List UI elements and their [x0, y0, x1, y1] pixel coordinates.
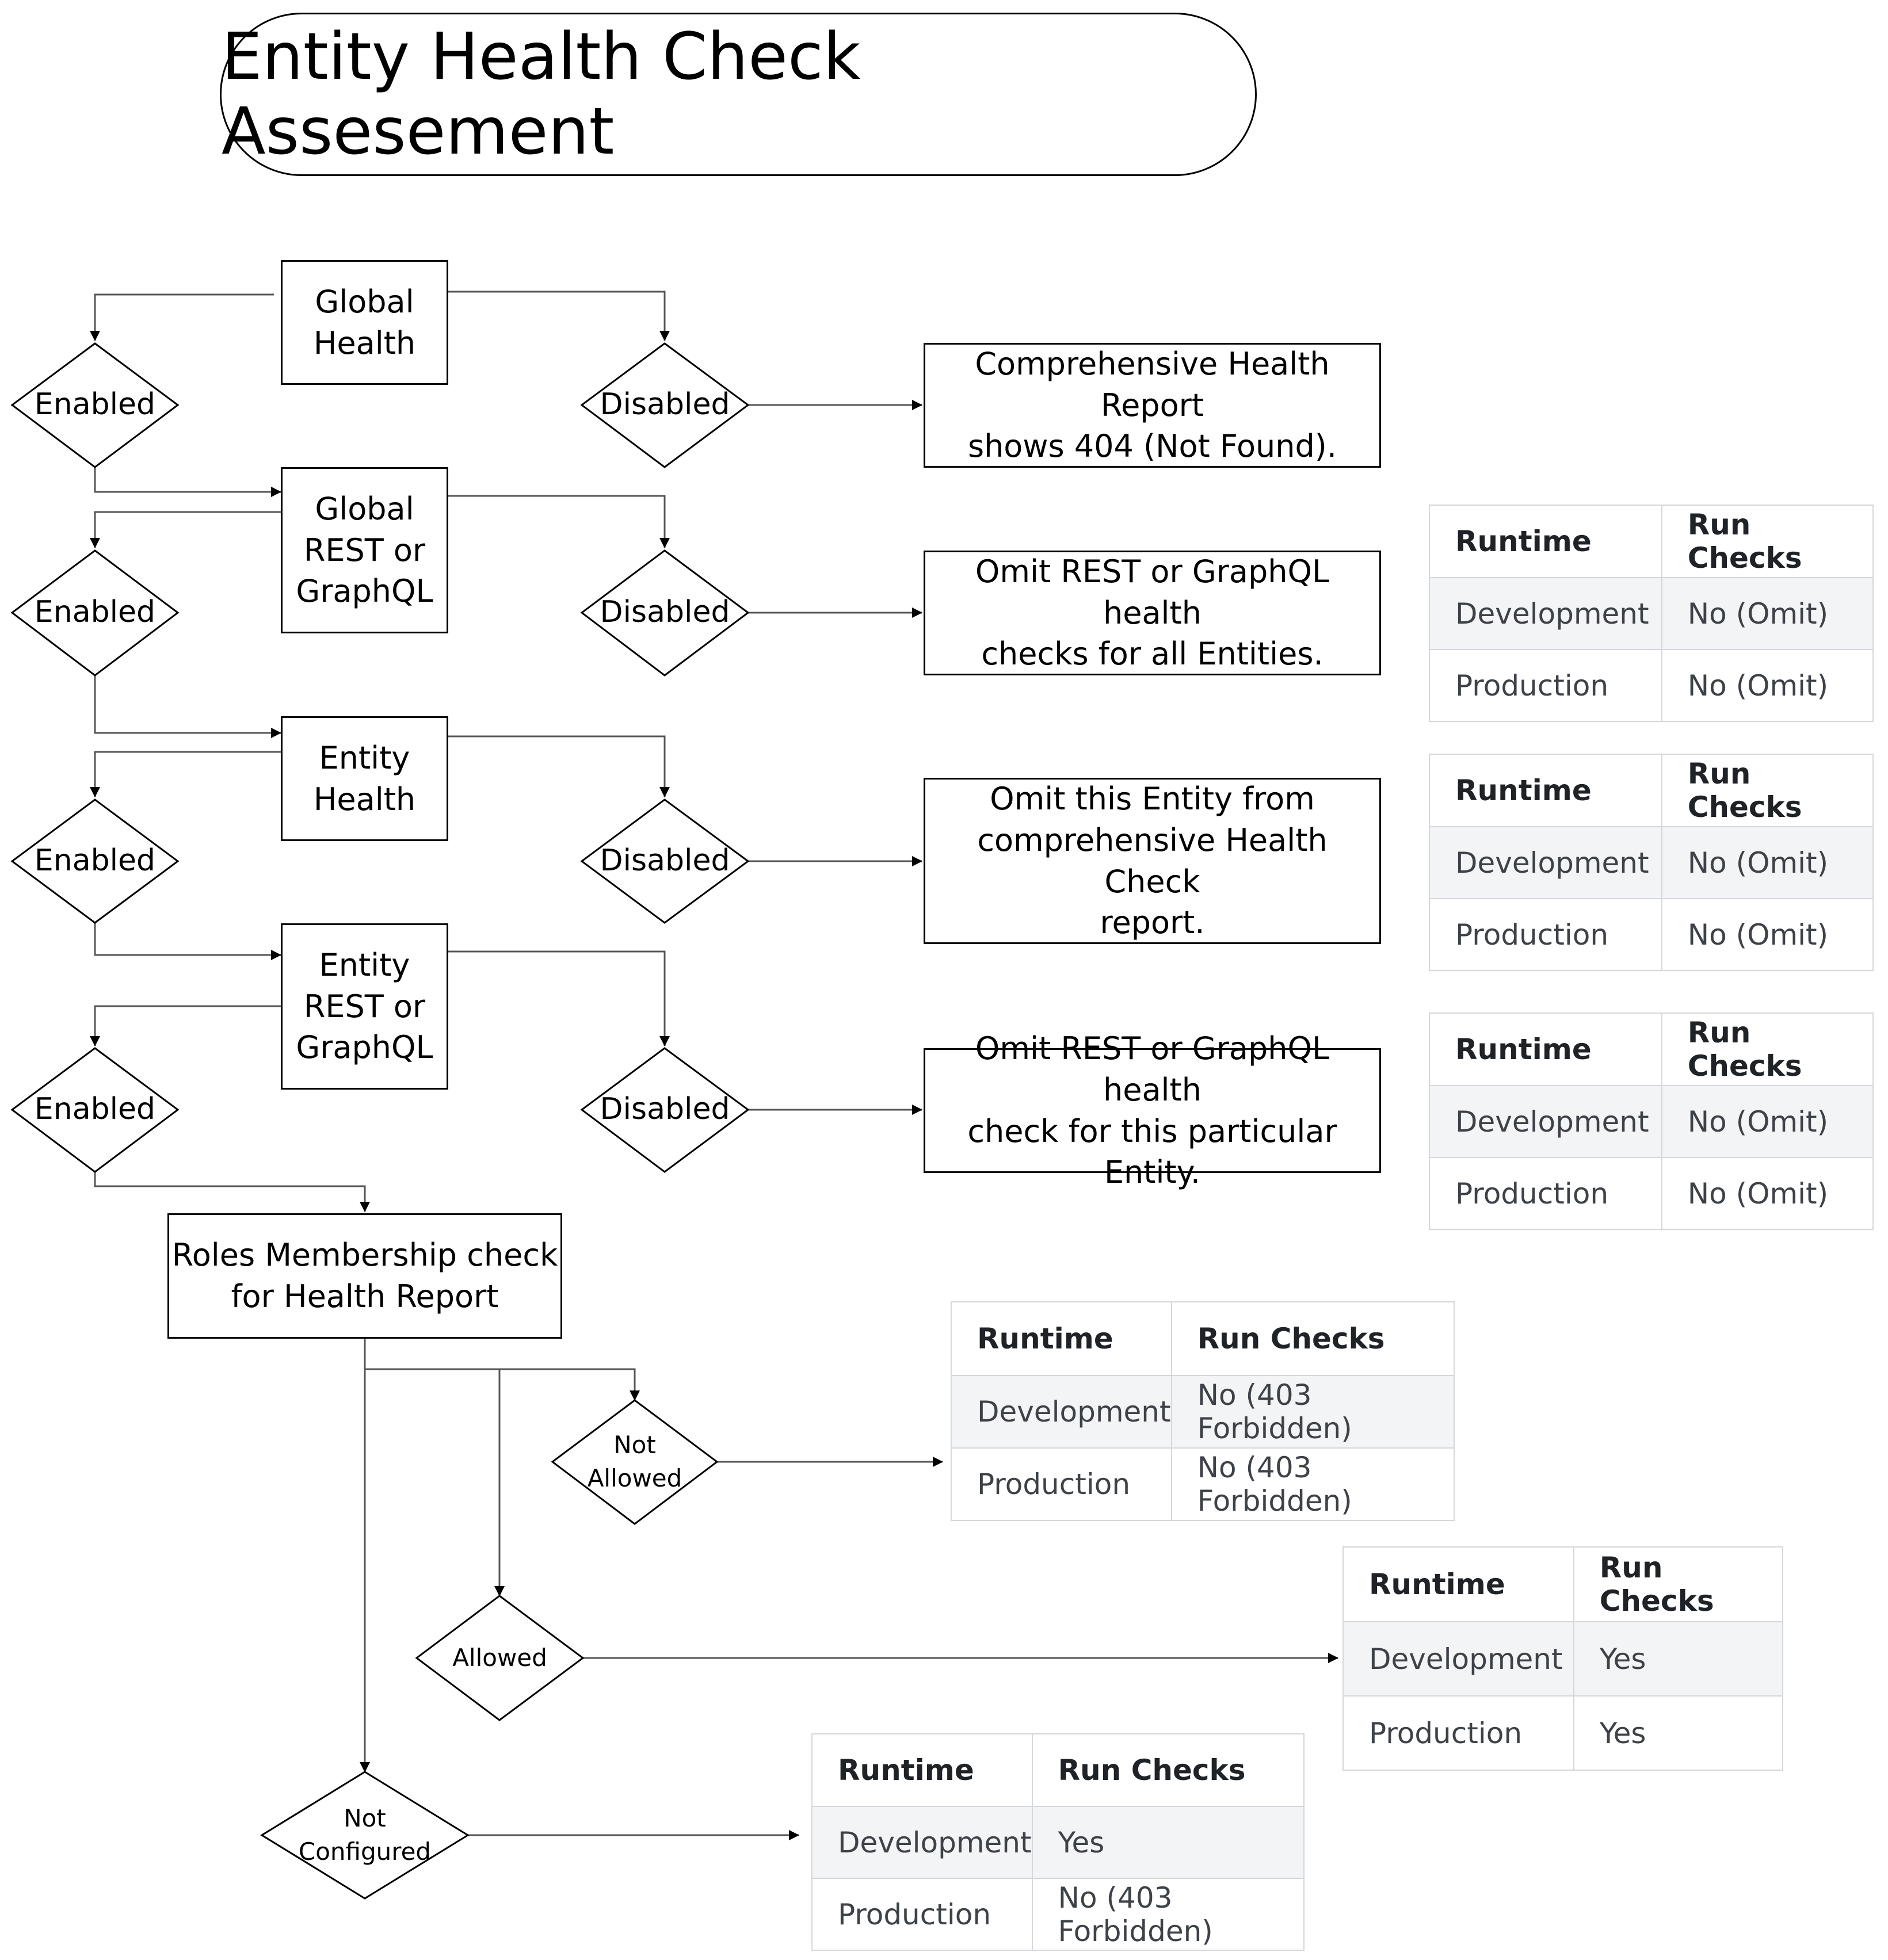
decision-enabled-4: [10, 1047, 180, 1173]
column-header-run-checks: Run Checks: [1170, 1301, 1455, 1376]
column-header-runtime: Runtime: [951, 1301, 1172, 1376]
diagram-title: Entity Health Check Assesement: [220, 13, 1257, 176]
cell-run-checks: No (Omit): [1661, 898, 1874, 971]
cell-run-checks: No (Omit): [1661, 1157, 1874, 1230]
connector-global-health-to-enabled: [90, 293, 274, 341]
decision-label-enabled: Enabled: [34, 387, 156, 422]
cell-run-checks: No (Omit): [1661, 649, 1874, 722]
row-label-development: Development: [1429, 577, 1662, 650]
decision-label-disabled: Disabled: [600, 1092, 730, 1127]
outcome-global-health-disabled: Comprehensive Health Report shows 404 (N…: [924, 343, 1381, 468]
decision-not-configured: [260, 1771, 470, 1900]
row-label-production: Production: [1429, 1157, 1662, 1230]
cell-run-checks: No (Omit): [1661, 826, 1874, 899]
row-label-development: Development: [1429, 826, 1662, 899]
outcome-global-rest-disabled: Omit REST or GraphQL health checks for a…: [924, 551, 1381, 675]
node-entity-health: Entity Health: [281, 716, 448, 841]
decision-label-disabled: Disabled: [600, 595, 730, 630]
row-label-production: Production: [1429, 898, 1662, 971]
connector-entity-health-to-disabled: [448, 735, 670, 797]
column-header-run-checks: Run Checks: [1031, 1733, 1305, 1807]
decision-label-enabled: Enabled: [34, 595, 156, 630]
row-label-development: Development: [811, 1806, 1033, 1879]
column-header-runtime: Runtime: [1342, 1546, 1574, 1622]
decision-label-not-configured: Not Configured: [298, 1804, 432, 1866]
column-header-runtime: Runtime: [811, 1733, 1033, 1807]
decision-label-allowed: Allowed: [452, 1644, 547, 1672]
connector-entity-rest-to-disabled: [448, 950, 670, 1046]
decision-enabled-3: [10, 798, 180, 924]
node-global-rest-graphql: Global REST or GraphQL: [281, 467, 448, 633]
row-label-production: Production: [811, 1878, 1033, 1951]
column-header-run-checks: Run Checks: [1661, 1013, 1874, 1086]
column-header-run-checks: Run Checks: [1661, 754, 1874, 827]
row-label-development: Development: [1429, 1085, 1662, 1158]
decision-not-allowed: [551, 1399, 719, 1525]
row-label-production: Production: [1429, 649, 1662, 722]
connector-global-health-to-disabled: [448, 291, 670, 341]
decision-label-enabled: Enabled: [34, 843, 156, 878]
decision-label-disabled: Disabled: [600, 387, 730, 422]
cell-run-checks: No (Omit): [1661, 577, 1874, 650]
connector-global-rest-to-enabled: [90, 511, 281, 548]
connector-enabled-3-to-entity-rest: [94, 923, 281, 960]
connector-enabled-4-to-roles: [94, 1172, 370, 1212]
node-global-health: Global Health: [281, 260, 448, 385]
row-label-production: Production: [951, 1447, 1172, 1521]
connector-enabled-1-to-global-rest: [94, 467, 281, 497]
cell-run-checks: No (403 Forbidden): [1170, 1375, 1455, 1449]
cell-run-checks: Yes: [1573, 1695, 1784, 1771]
column-header-runtime: Runtime: [1429, 754, 1662, 827]
connector-global-rest-to-disabled: [448, 495, 670, 548]
column-header-run-checks: Run Checks: [1661, 505, 1874, 578]
connector-entity-rest-to-enabled: [90, 1005, 281, 1046]
row-label-development: Development: [1342, 1621, 1574, 1697]
cell-run-checks: No (Omit): [1661, 1085, 1874, 1158]
decision-disabled-2: [580, 549, 750, 677]
decision-label-disabled: Disabled: [600, 843, 730, 878]
decision-disabled-4: [580, 1047, 750, 1173]
decision-label-enabled: Enabled: [34, 1092, 156, 1127]
column-header-run-checks: Run Checks: [1573, 1546, 1784, 1622]
decision-allowed: [415, 1595, 585, 1721]
decision-enabled-1: [10, 342, 180, 468]
node-entity-rest-graphql: Entity REST or GraphQL: [281, 923, 448, 1090]
cell-run-checks: Yes: [1573, 1621, 1784, 1697]
outcome-entity-rest-disabled: Omit REST or GraphQL health check for th…: [924, 1030, 1381, 1190]
column-header-runtime: Runtime: [1429, 1013, 1662, 1086]
cell-run-checks: No (403 Forbidden): [1170, 1447, 1455, 1521]
connector-enabled-2-to-entity-health: [94, 675, 281, 738]
node-roles-membership-check: Roles Membership check for Health Report: [167, 1213, 562, 1339]
decision-disabled-1: [580, 342, 750, 468]
decision-disabled-3: [580, 798, 750, 924]
row-label-production: Production: [1342, 1695, 1574, 1771]
decision-enabled-2: [10, 549, 180, 677]
outcome-entity-health-disabled: Omit this Entity from comprehensive Heal…: [924, 778, 1381, 944]
cell-run-checks: No (403 Forbidden): [1031, 1878, 1305, 1951]
decision-label-not-allowed: Not Allowed: [587, 1431, 682, 1492]
row-label-development: Development: [951, 1375, 1172, 1449]
cell-run-checks: Yes: [1031, 1806, 1305, 1879]
connector-roles-to-not-allowed: [365, 1368, 640, 1401]
column-header-runtime: Runtime: [1429, 505, 1662, 578]
connector-entity-health-to-enabled: [90, 751, 281, 797]
